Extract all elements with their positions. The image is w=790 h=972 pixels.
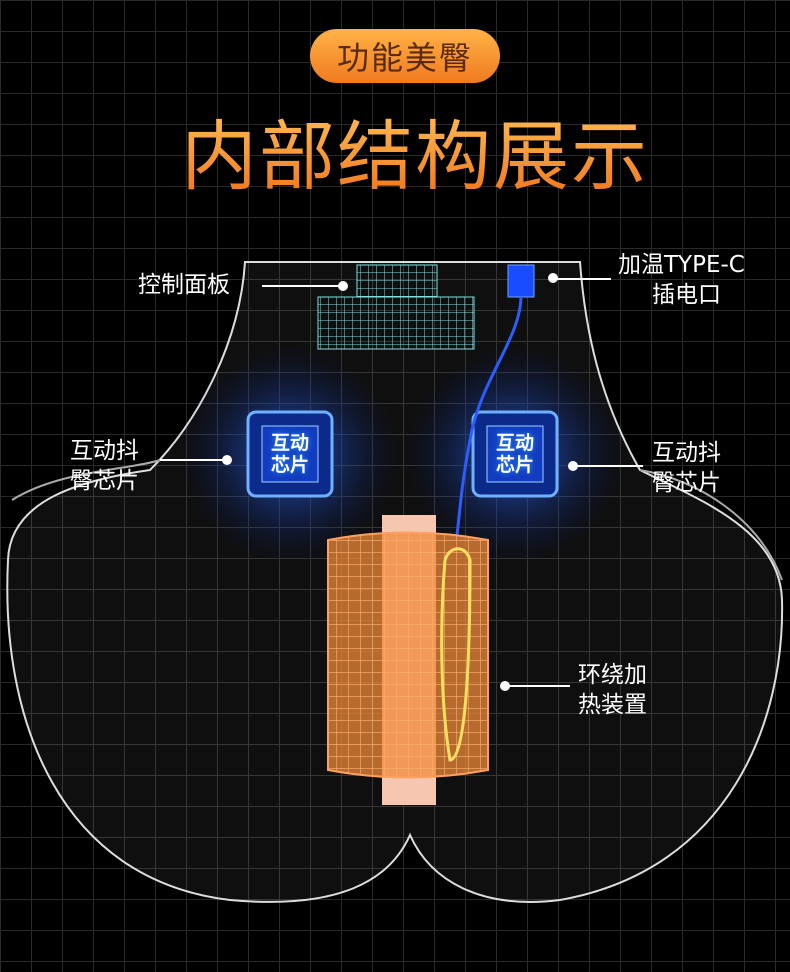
label-line: 互动抖 — [652, 440, 721, 466]
chip-text-line1: 互动 — [270, 432, 309, 454]
label-typec: 加温TYPE-C 插电口 — [618, 250, 745, 310]
label-line: 加温TYPE-C — [618, 252, 745, 278]
leader-line — [262, 285, 342, 287]
label-chip-right: 互动抖臀芯片 — [652, 438, 721, 498]
chip-text-line2: 芯片 — [270, 454, 309, 476]
label-control-panel: 控制面板 — [138, 272, 230, 298]
heating-wire — [440, 547, 472, 762]
label-line: 插电口 — [652, 282, 721, 308]
label-chip-left: 互动抖臀芯片 — [70, 436, 139, 496]
label-line: 互动抖 — [70, 438, 139, 464]
leader-line — [553, 278, 611, 280]
chip-text-line2: 芯片 — [495, 454, 534, 476]
label-heater: 环绕加热装置 — [578, 660, 647, 720]
leader-line — [505, 685, 570, 687]
chip-right-text: 互动芯片 — [485, 432, 545, 476]
chip-left-text: 互动芯片 — [260, 432, 320, 476]
leader-line — [573, 465, 643, 467]
feature-badge: 功能美臀 — [310, 29, 500, 83]
chip-text-line1: 互动 — [495, 432, 534, 454]
typec-cable — [455, 296, 523, 536]
page-title: 内部结构展示 — [160, 95, 670, 205]
label-line: 环绕加 — [578, 662, 647, 688]
leader-dot — [222, 455, 232, 465]
label-line: 臀芯片 — [70, 468, 139, 494]
control-panel-top — [356, 264, 438, 298]
label-line: 热装置 — [578, 692, 647, 718]
control-panel-base — [317, 296, 475, 350]
label-line: 臀芯片 — [652, 470, 721, 496]
leader-dot — [338, 281, 348, 291]
typec-port — [507, 264, 535, 298]
leader-line — [160, 459, 226, 461]
